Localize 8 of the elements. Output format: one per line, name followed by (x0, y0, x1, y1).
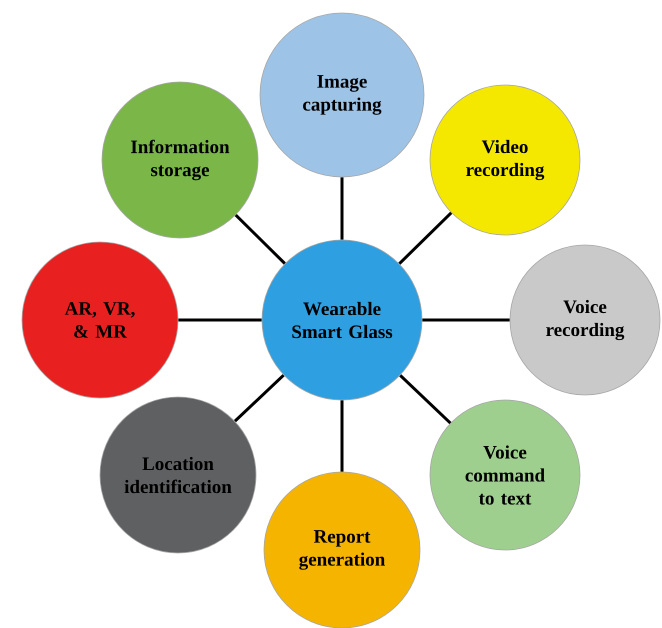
connector-line (422, 318, 510, 322)
connector-line (340, 177, 344, 240)
connector-line (234, 374, 285, 422)
connector-line (234, 214, 286, 265)
connector-line (399, 374, 452, 424)
connector-line (340, 400, 344, 472)
connector-line (398, 212, 452, 265)
connector-line (178, 318, 262, 322)
